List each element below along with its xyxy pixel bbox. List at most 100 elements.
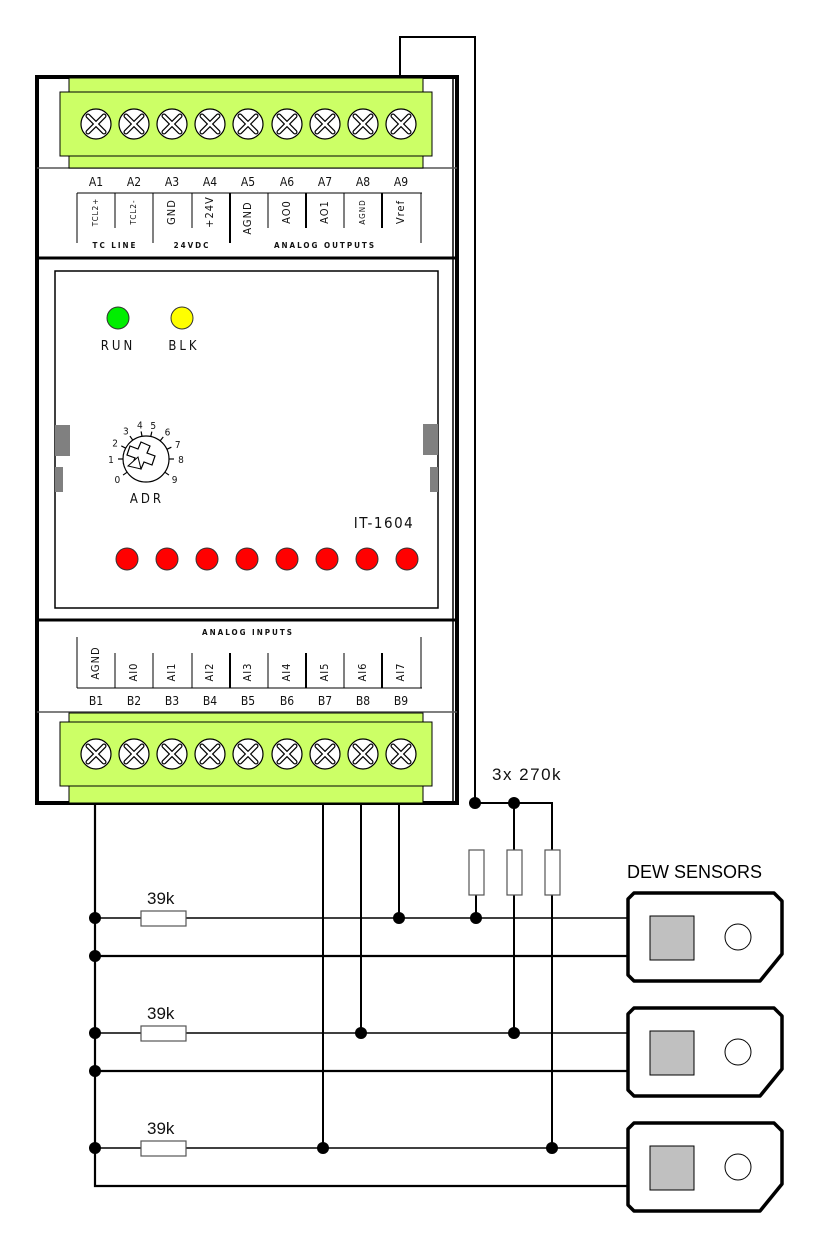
series-resistor-1-label: 39k <box>147 889 175 908</box>
channel-led-2 <box>195 547 219 571</box>
top-terminal-screw-3-icon[interactable] <box>156 108 188 140</box>
bottom-terminal-screw-2-icon[interactable] <box>118 738 150 770</box>
adr-digit-0: 0 <box>114 475 120 486</box>
adr-digit-4: 4 <box>137 421 143 432</box>
sensor-hole-icon <box>724 1038 752 1066</box>
channel-led-1 <box>155 547 179 571</box>
sensor-hole-icon <box>724 1153 752 1181</box>
dew-sensor-1 <box>626 891 784 983</box>
terminal-number-A7: A7 <box>318 175 332 189</box>
terminal-signal-A6: AO0 <box>280 200 293 224</box>
pullup-resistors: 3x 270k <box>468 765 562 896</box>
bottom-terminal-screw-5-icon[interactable] <box>232 738 264 770</box>
terminal-signal-A5: AGND <box>241 201 254 234</box>
top-terminal-block <box>59 77 433 169</box>
bottom-terminal-screw-8-icon[interactable] <box>347 738 379 770</box>
group-label-24vdc: 24VDC <box>174 241 211 250</box>
terminal-signal-A1: TCL2+ <box>91 198 100 228</box>
vref-wire <box>399 36 476 803</box>
top-terminal-screw-8-icon[interactable] <box>347 108 379 140</box>
adr-digit-3: 3 <box>123 426 129 437</box>
bottom-terminal-screw-6-icon[interactable] <box>271 738 303 770</box>
terminal-number-B3: B3 <box>165 694 179 708</box>
dew-sensor-2 <box>626 1006 784 1098</box>
blk-led <box>170 306 194 330</box>
channel-led-3 <box>235 547 259 571</box>
terminal-signal-A9: Vref <box>394 200 407 224</box>
top-terminal-screw-9-icon[interactable] <box>385 108 417 140</box>
dew-sensors-title: DEW SENSORS <box>627 862 762 882</box>
junction-dots <box>89 797 558 1154</box>
blk-label: BLK <box>168 339 199 354</box>
rotary-pointer-icon <box>126 456 142 470</box>
terminal-number-A8: A8 <box>356 175 370 189</box>
terminal-signal-B7: AI5 <box>318 663 331 682</box>
terminal-signal-A2: TCL2- <box>129 199 138 225</box>
top-terminal-screw-5-icon[interactable] <box>232 108 264 140</box>
terminal-number-A1: A1 <box>89 175 103 189</box>
terminal-number-A4: A4 <box>203 175 217 189</box>
sensor-hole-icon <box>724 923 752 951</box>
sensor-pad <box>649 1030 695 1076</box>
terminal-signal-B2: AI0 <box>127 663 140 682</box>
terminal-number-B7: B7 <box>318 694 332 708</box>
run-led <box>106 306 130 330</box>
bottom-terminal-screw-3-icon[interactable] <box>156 738 188 770</box>
adr-digit-2: 2 <box>112 439 118 450</box>
bottom-terminal-screw-1-icon[interactable] <box>80 738 112 770</box>
series-resistor-1 <box>140 910 187 927</box>
adr-digit-6: 6 <box>165 427 171 438</box>
top-terminal-screw-6-icon[interactable] <box>271 108 303 140</box>
external-wiring <box>93 802 633 1188</box>
top-terminal-screw-2-icon[interactable] <box>118 108 150 140</box>
terminal-number-A6: A6 <box>280 175 294 189</box>
terminal-signal-B6: AI4 <box>280 663 293 682</box>
bottom-terminal-block <box>59 712 433 804</box>
terminal-number-A5: A5 <box>241 175 255 189</box>
terminal-number-B6: B6 <box>280 694 294 708</box>
pullup-resistor-2 <box>506 849 523 896</box>
series-resistor-2-label: 39k <box>147 1004 175 1023</box>
adr-digit-5: 5 <box>150 421 156 432</box>
pullup-bus <box>475 802 553 850</box>
terminal-signal-B5: AI3 <box>241 663 254 682</box>
terminal-number-B9: B9 <box>394 694 408 708</box>
series-resistors: 39k 39k 39k <box>140 889 187 1157</box>
bottom-terminal-screw-9-icon[interactable] <box>385 738 417 770</box>
adr-digit-1: 1 <box>108 455 114 466</box>
pullup-resistor-3 <box>544 849 561 896</box>
terminal-signal-A4: +24V <box>203 196 216 228</box>
terminal-number-B8: B8 <box>356 694 370 708</box>
pullup-resistor-1 <box>468 849 485 896</box>
bottom-terminal-screw-4-icon[interactable] <box>194 738 226 770</box>
agnd-rail <box>93 803 633 1188</box>
dew-sensors <box>626 891 784 1213</box>
dew-sensor-3 <box>626 1121 784 1213</box>
top-terminal-screw-1-icon[interactable] <box>80 108 112 140</box>
adr-digit-9: 9 <box>172 475 178 486</box>
din-clip-right-lower <box>430 467 438 492</box>
top-terminal-screw-4-icon[interactable] <box>194 108 226 140</box>
terminal-signal-B3: AI1 <box>165 663 178 682</box>
model-label: IT-1604 <box>354 514 415 532</box>
terminal-signal-B8: AI6 <box>356 663 369 682</box>
group-label-analog-inputs: ANALOG INPUTS <box>202 628 294 637</box>
din-clip-left-lower <box>55 467 63 492</box>
terminal-signal-B1: AGND <box>89 646 102 679</box>
terminal-number-B2: B2 <box>127 694 141 708</box>
terminal-signal-A8: AGND <box>358 199 367 224</box>
channel-led-0 <box>115 547 139 571</box>
pullup-resistor-label: 3x 270k <box>492 765 562 784</box>
terminal-number-A3: A3 <box>165 175 179 189</box>
channel-led-5 <box>315 547 339 571</box>
series-resistor-3 <box>140 1140 187 1157</box>
top-terminal-screw-7-icon[interactable] <box>309 108 341 140</box>
series-resistor-3-label: 39k <box>147 1119 175 1138</box>
terminal-number-A2: A2 <box>127 175 141 189</box>
bottom-terminal-screw-7-icon[interactable] <box>309 738 341 770</box>
